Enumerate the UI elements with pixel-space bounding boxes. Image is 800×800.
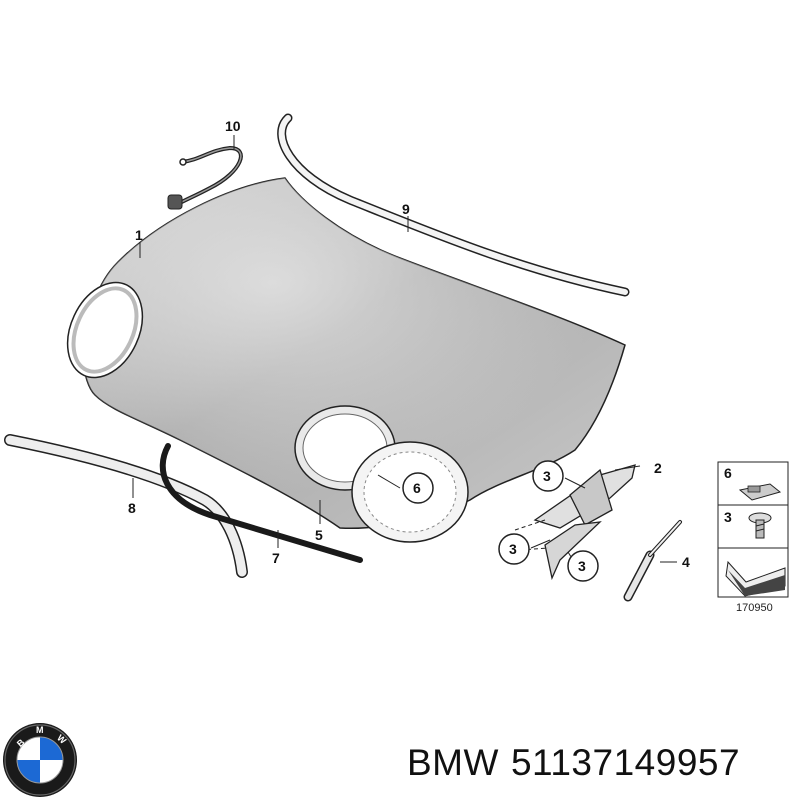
callout-7: 7 xyxy=(272,550,280,566)
hood-panel xyxy=(66,177,626,530)
legend-number-3: 3 xyxy=(724,509,732,525)
circled-callout-3b: 3 xyxy=(498,533,530,565)
rubber-seal xyxy=(159,443,363,563)
svg-text:B: B xyxy=(15,737,27,749)
callout-10: 10 xyxy=(225,118,241,134)
legend-panel: 6 3 170950 xyxy=(717,461,789,614)
callout-3b: 3 xyxy=(509,541,517,557)
circled-callout-3c: 3 xyxy=(567,550,599,582)
svg-text:M: M xyxy=(36,725,44,735)
hood-hinge xyxy=(514,464,636,581)
circled-callout-6: 6 xyxy=(402,472,434,504)
callout-3a: 3 xyxy=(543,468,551,484)
callout-1: 1 xyxy=(135,227,143,243)
leader-lines xyxy=(132,135,677,563)
callout-3c: 3 xyxy=(578,558,586,574)
callout-8: 8 xyxy=(128,500,136,516)
callout-2: 2 xyxy=(654,460,662,476)
callout-5: 5 xyxy=(315,527,323,543)
clip-icon xyxy=(738,483,782,501)
bmw-logo: B M W xyxy=(3,723,77,797)
gas-strut xyxy=(623,520,682,602)
arrow-icon xyxy=(725,560,786,597)
bowden-cable xyxy=(167,145,243,210)
callout-4: 4 xyxy=(682,554,690,570)
circled-callout-3a: 3 xyxy=(532,460,564,492)
callout-6: 6 xyxy=(413,480,421,496)
legend-number-6: 6 xyxy=(724,465,732,481)
brand-name: BMW xyxy=(407,742,499,783)
part-number: 51137149957 xyxy=(510,742,741,783)
screw-icon xyxy=(748,512,772,539)
callout-9: 9 xyxy=(402,201,410,217)
seal-strip-top xyxy=(277,113,630,297)
legend-code: 170950 xyxy=(736,602,773,614)
part-caption: BMW 51137149957 xyxy=(407,742,740,784)
side-trim-strip xyxy=(4,434,248,578)
